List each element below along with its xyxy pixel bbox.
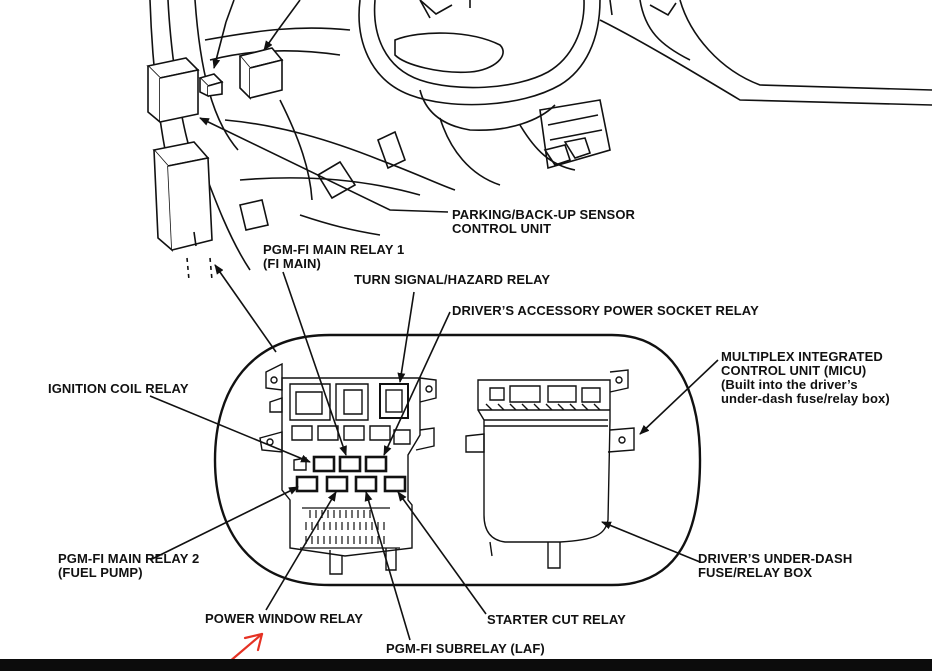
label-accessory-power-socket-relay: DRIVER’S ACCESSORY POWER SOCKET RELAY xyxy=(452,303,759,318)
label-under-dash-fuse-relay-box: DRIVER’S UNDER-DASH FUSE/RELAY BOX xyxy=(698,551,853,580)
dashboard-drawing xyxy=(149,0,932,271)
label-parking-backup-sensor: PARKING/BACK-UP SENSOR CONTROL UNIT xyxy=(452,207,636,236)
label-pgm-fi-main-relay-1: PGM-FI MAIN RELAY 1 (FI MAIN) xyxy=(263,242,405,271)
upper-relay-components xyxy=(146,47,284,252)
upper-leader-lines xyxy=(186,21,449,353)
callout-ellipse xyxy=(213,333,702,587)
label-pgm-fi-subrelay: PGM-FI SUBRELAY (LAF) xyxy=(386,641,545,656)
callout-leader-lines xyxy=(149,271,719,641)
label-micu: MULTIPLEX INTEGRATED CONTROL UNIT (MICU)… xyxy=(721,349,890,406)
label-power-window-relay: POWER WINDOW RELAY xyxy=(205,611,364,626)
highlighted-relays xyxy=(293,455,407,493)
label-pgm-fi-main-relay-2: PGM-FI MAIN RELAY 2 (FUEL PUMP) xyxy=(58,551,200,580)
fuse-relay-box-side xyxy=(465,369,635,569)
label-turn-signal-hazard-relay: TURN SIGNAL/HAZARD RELAY xyxy=(354,272,551,287)
label-ignition-coil-relay: IGNITION COIL RELAY xyxy=(48,381,189,396)
label-starter-cut-relay: STARTER CUT RELAY xyxy=(487,612,626,627)
bottom-black-bar xyxy=(0,659,932,671)
